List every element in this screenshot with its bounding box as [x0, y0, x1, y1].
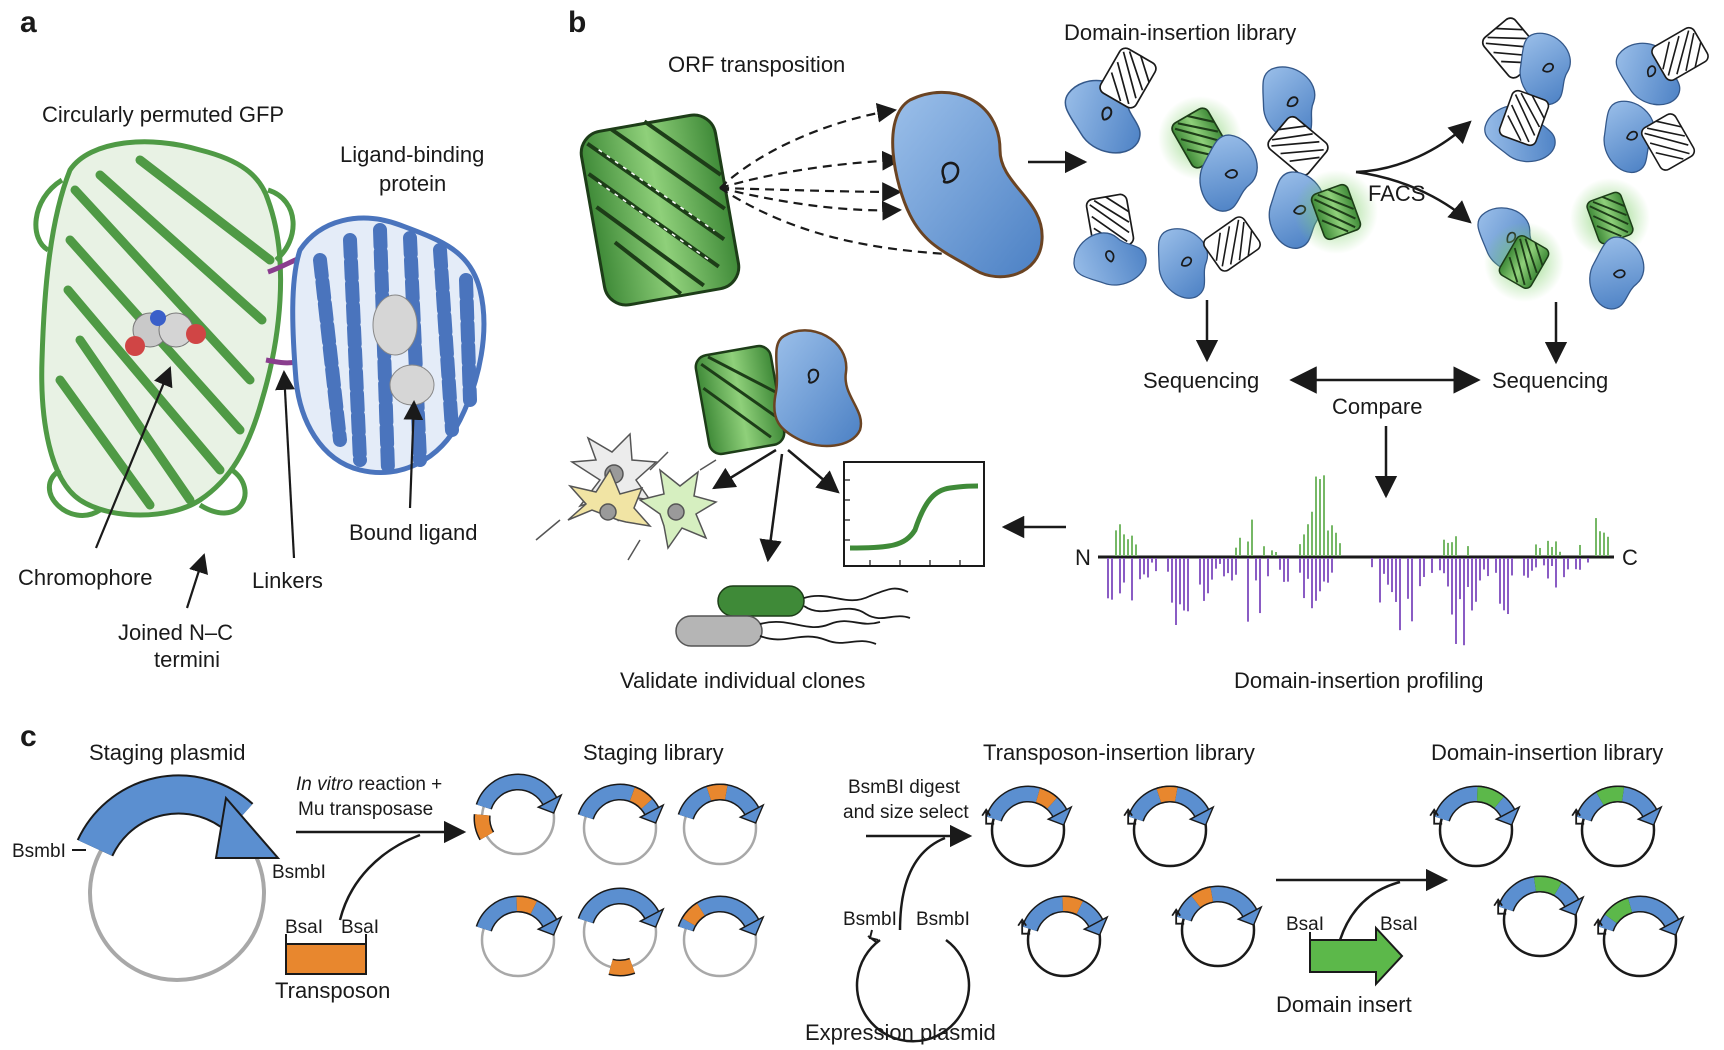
bsai-left-label: BsaI [285, 917, 323, 938]
expression-join-arrow-icon [898, 836, 946, 931]
gfp-barrel-icon [33, 139, 296, 518]
sigmoid-curve-icon [843, 461, 985, 567]
plasmid-icon [1123, 785, 1215, 868]
plasmid-icon [1429, 785, 1521, 868]
sequencing-right-label: Sequencing [1492, 368, 1608, 393]
digest-label-1: BsmBI digest [848, 777, 961, 798]
plasmid-icon [475, 895, 563, 978]
panel-c: c Staging plasmid BsmbI BsmbI In vitro r… [12, 720, 1685, 1045]
fusion-protein-icon [694, 329, 863, 456]
panel-b: b ORF transposition Domain-insertion lib… [535, 6, 1712, 693]
transposon-library-label: Transposon-insertion library [983, 740, 1255, 765]
library-cluster [1059, 44, 1378, 302]
orf-transposition-label: ORF transposition [668, 52, 845, 77]
bsai-right-label: BsaI [341, 917, 379, 938]
domain-library-label: Domain-insertion library [1431, 740, 1663, 765]
sequencing-left-label: Sequencing [1143, 368, 1259, 393]
plasmid-icon [1571, 785, 1663, 868]
ligand-protein-label-1: Ligand-binding [340, 142, 484, 167]
facs-label: FACS [1368, 181, 1425, 206]
panel-a-letter: a [20, 6, 37, 39]
plasmid-icon [473, 773, 563, 856]
sorted-bright-cluster [1474, 178, 1658, 316]
bound-ligand-arrow-icon [403, 400, 424, 509]
staging-library-label: Staging library [583, 740, 724, 765]
termini-arrow-icon [185, 553, 208, 609]
plasmid-icon [1171, 885, 1263, 968]
profile-n-label: N [1075, 545, 1091, 570]
transposon-label: Transposon [275, 978, 390, 1003]
to-cells-arrow-icon [712, 448, 777, 490]
staging-library-plasmids [473, 773, 765, 978]
plasmid-icon [981, 785, 1073, 868]
linkers-label: Linkers [252, 568, 323, 593]
gfp-barrel-icon [579, 113, 741, 307]
profiling-label: Domain-insertion profiling [1234, 668, 1483, 693]
transposon-icon [285, 934, 367, 975]
transposon-library-plasmids [981, 785, 1263, 978]
validate-label: Validate individual clones [620, 668, 865, 693]
joined-termini-label-1: Joined N–C [118, 620, 233, 645]
joined-termini-label-2: termini [154, 647, 220, 672]
domain-insert-icon [1309, 925, 1404, 987]
insert-join-arrow-icon [1338, 880, 1401, 941]
expr-bsmbi-right-label: BsmbI [916, 909, 970, 930]
library-label: Domain-insertion library [1064, 20, 1296, 45]
profile-c-label: C [1622, 545, 1638, 570]
transposon-join-arrow-icon [338, 833, 421, 921]
compare-label: Compare [1332, 394, 1422, 419]
linker-bottom-icon [265, 357, 297, 366]
panel-c-letter: c [20, 720, 37, 753]
expr-bsmbi-left-label: BsmbI [843, 909, 897, 930]
domain-insert-label: Domain insert [1276, 992, 1412, 1017]
plasmid-icon [76, 774, 281, 982]
plasmid-icon [677, 783, 765, 866]
insert-bsai-left-label: BsaI [1286, 914, 1324, 935]
chromophore-label: Chromophore [18, 565, 153, 590]
to-bacteria-arrow-icon [759, 453, 784, 563]
ligand-protein-icon [290, 215, 487, 477]
expression-plasmid-label: Expression plasmid [805, 1020, 996, 1045]
cpgfp-title: Circularly permuted GFP [42, 102, 284, 127]
sorted-dim-cluster [1477, 14, 1712, 179]
plasmid-icon [677, 895, 765, 978]
reaction-label: In vitro reaction + [296, 774, 442, 795]
bound-ligand-label: Bound ligand [349, 520, 477, 545]
plasmid-icon [577, 887, 665, 977]
ligand-protein-label-2: protein [379, 171, 446, 196]
panel-a: a Circularly permuted GFP Ligand-binding… [18, 6, 487, 672]
transposase-label: Mu transposase [298, 799, 433, 820]
expression-plasmid-icon [855, 929, 971, 1043]
bacteria-icon [675, 585, 911, 647]
bsmbi-left-label: BsmbI [12, 841, 66, 862]
plasmid-icon [577, 783, 665, 866]
panel-b-letter: b [568, 6, 586, 39]
plasmid-icon [1017, 895, 1109, 978]
plasmid-icon [1593, 895, 1685, 978]
to-curve-arrow-icon [787, 449, 840, 494]
linkers-arrow-icon [275, 370, 296, 559]
domain-library-plasmids [1429, 785, 1685, 978]
bsmbi-right-label: BsmbI [272, 862, 326, 883]
chromophore-arrow-icon [94, 366, 173, 549]
insert-bsai-right-label: BsaI [1380, 914, 1418, 935]
neuron-icon [535, 432, 718, 561]
facs-up-arrow-icon [1355, 120, 1472, 174]
staging-plasmid-label: Staging plasmid [89, 740, 246, 765]
digest-label-2: and size select [843, 802, 969, 823]
facs-down-arrow-icon [1355, 170, 1472, 224]
ligand-protein-icon [891, 90, 1044, 279]
plasmid-icon [1493, 875, 1585, 958]
profile-bars [1107, 475, 1609, 646]
